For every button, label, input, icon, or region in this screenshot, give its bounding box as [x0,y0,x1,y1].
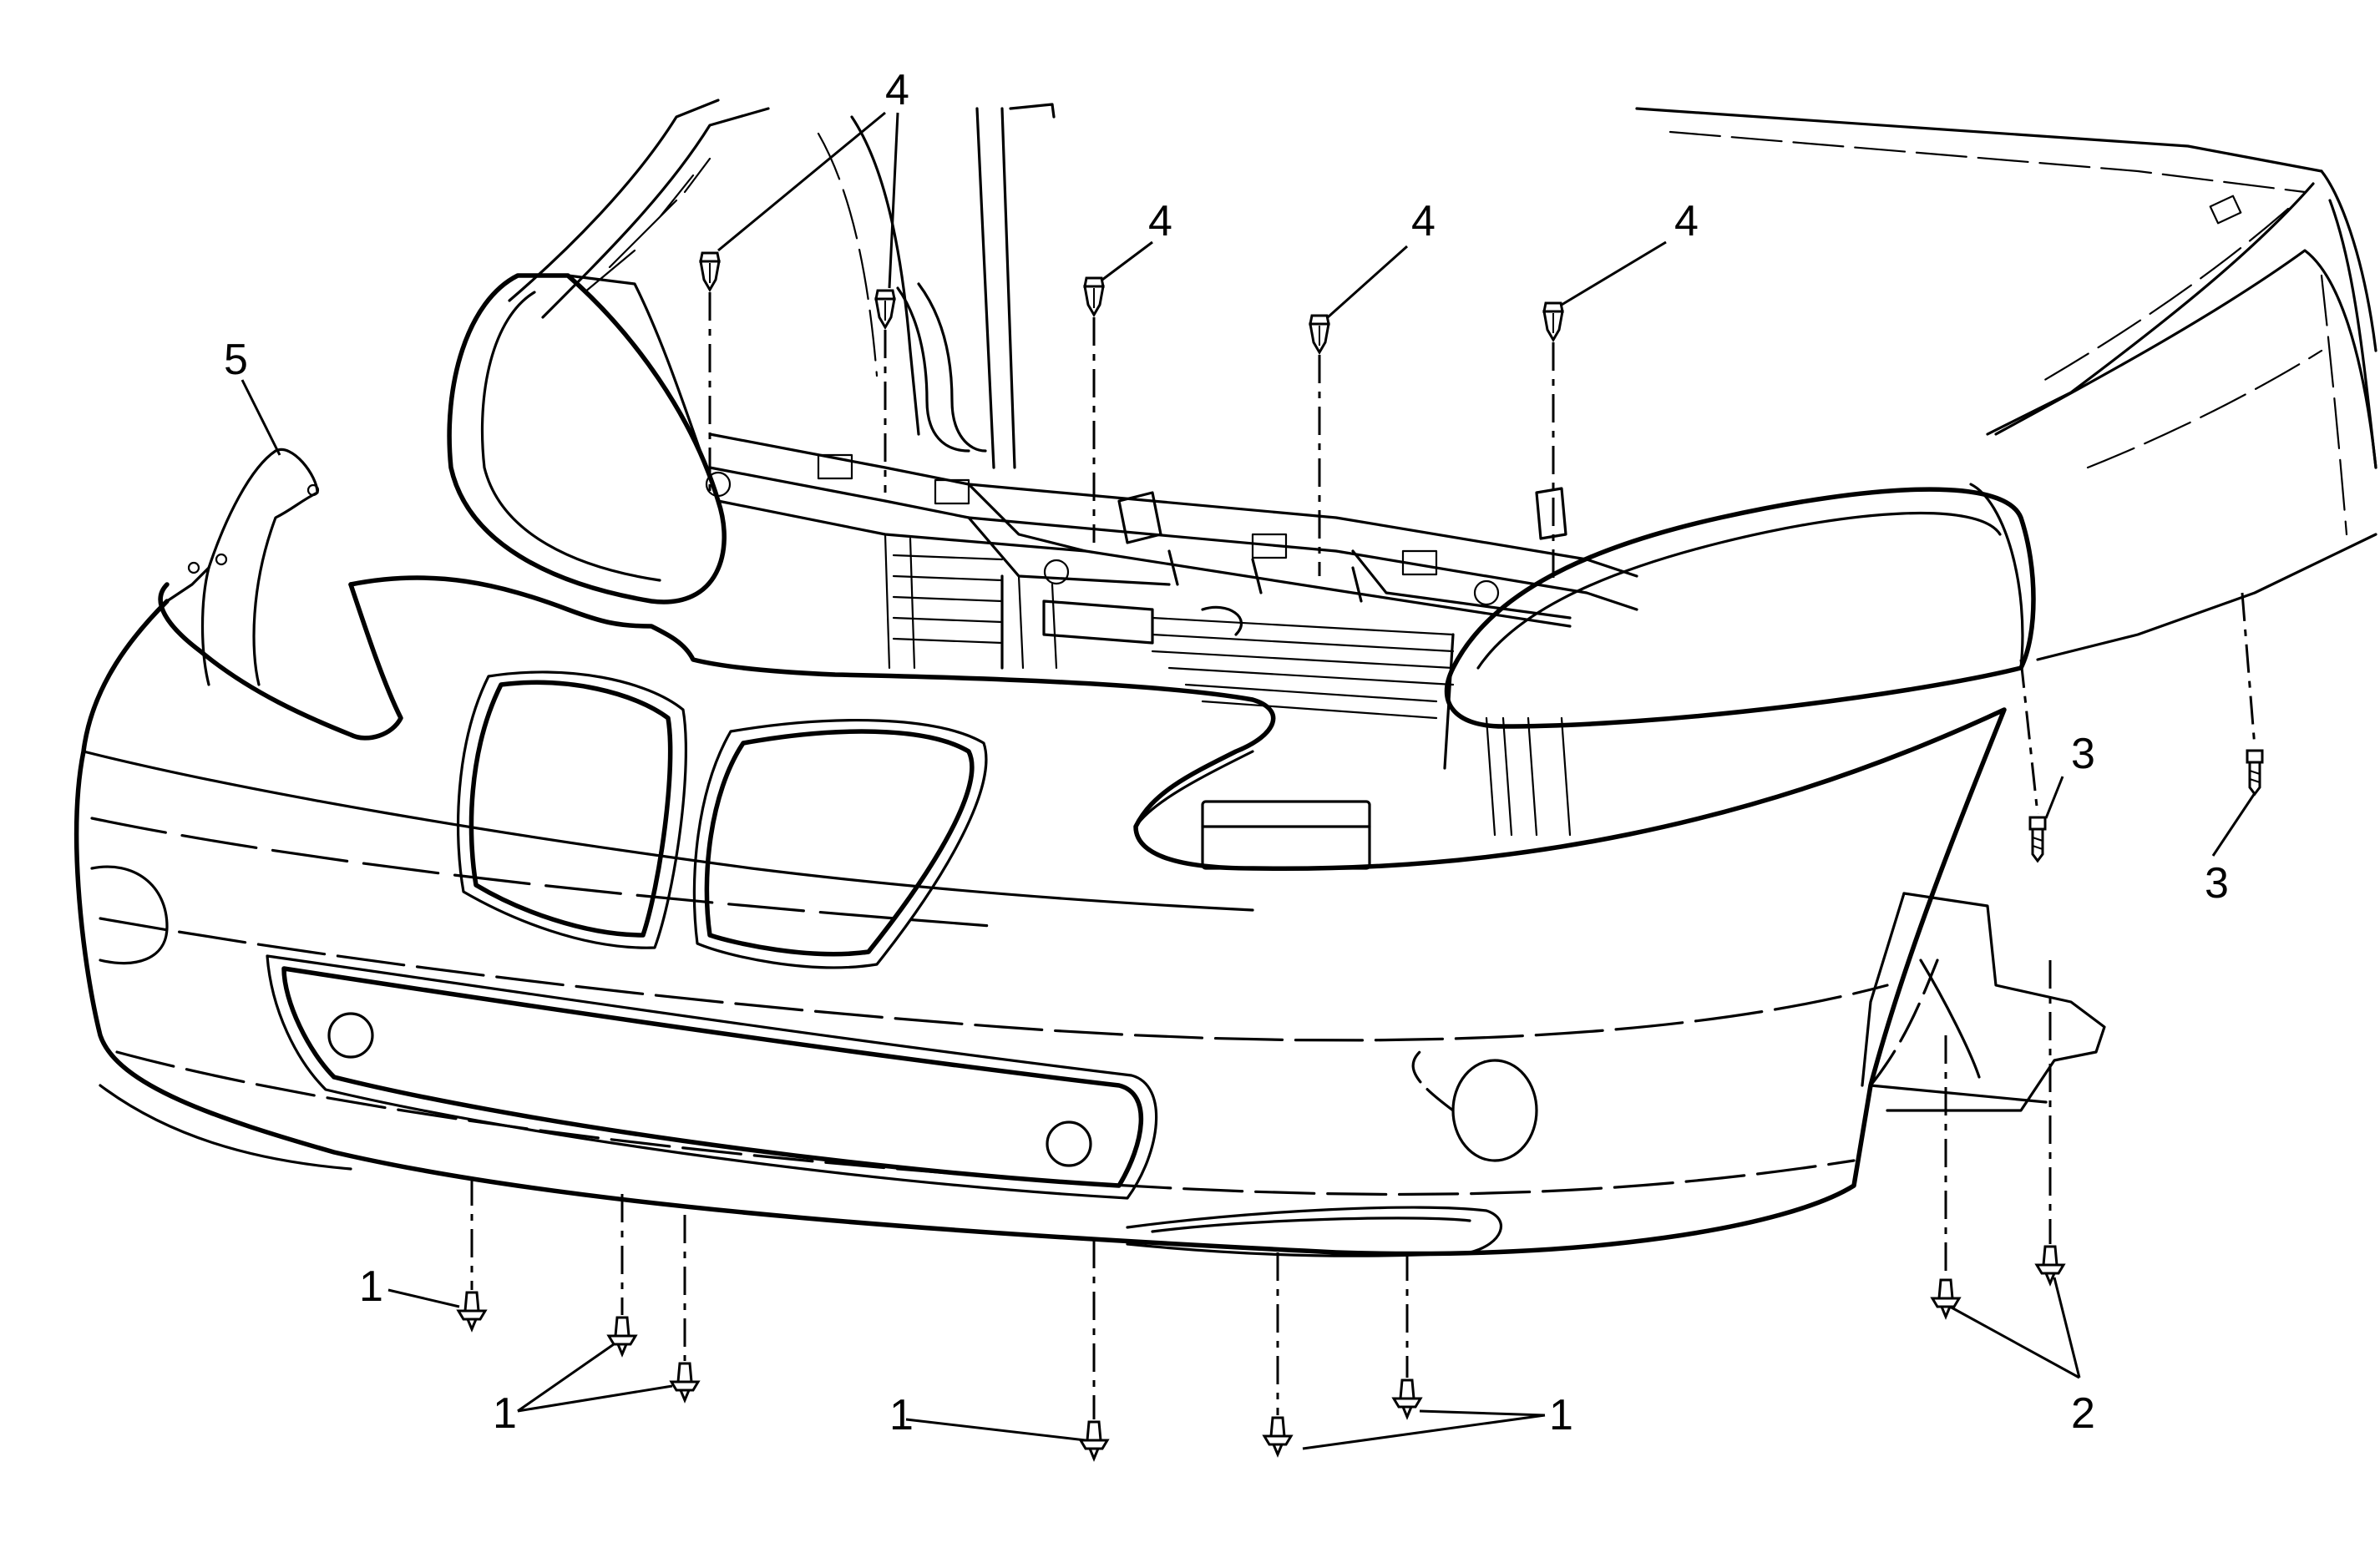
callout-4: 4 [885,66,909,114]
fender [1994,249,2377,661]
right-headlamp [1444,483,2036,729]
windshield-frame [508,99,1056,469]
callout-4: 4 [1148,197,1172,245]
callout-1: 1 [889,1391,914,1439]
callout-1: 1 [359,1262,383,1311]
push-pin-retainer-icon [1392,1378,1422,1419]
fascia-side-bracket [165,448,320,686]
callout-5: 5 [224,336,248,384]
push-pin-retainer-icon [699,251,721,291]
callout-1: 1 [493,1389,517,1438]
push-pin-retainer-icon [1542,301,1564,341]
push-pin-retainer-icon [1309,314,1330,354]
callout-2: 2 [2071,1389,2095,1438]
callout-1: 1 [1549,1391,1573,1439]
left-headlamp [447,273,727,604]
push-pin-retainer-icon [874,289,896,329]
alignment-lines [470,292,2256,1419]
fasteners [457,251,2264,1460]
callout-4: 4 [1411,197,1436,245]
radiator-support [705,282,1638,645]
push-pin-retainer-icon [457,1291,487,1331]
hood [1635,107,2377,469]
callout-3: 3 [2071,730,2095,778]
callout-4: 4 [1674,197,1699,245]
push-pin-retainer-icon [1263,1416,1293,1456]
push-pin-retainer-icon [670,1362,700,1402]
leader-lines [241,111,2256,1450]
rivet-icon [1931,1278,1961,1318]
splash-shield [1861,892,2106,1112]
push-pin-retainer-icon [1083,276,1105,316]
push-pin-retainer-icon [607,1316,637,1356]
radiator-core [884,533,1572,837]
bumper-fascia [74,575,2007,1257]
callout-labels: 4 4 4 4 5 3 3 2 1 1 1 1 [224,66,2229,1439]
rivet-icon [2035,1245,2065,1285]
bolt-icon [2028,816,2047,862]
upper-grille-left [456,670,687,949]
bolt-icon [2246,749,2264,796]
callout-3: 3 [2205,859,2229,908]
lower-grille [266,954,1158,1200]
upper-grille-right [692,719,988,969]
